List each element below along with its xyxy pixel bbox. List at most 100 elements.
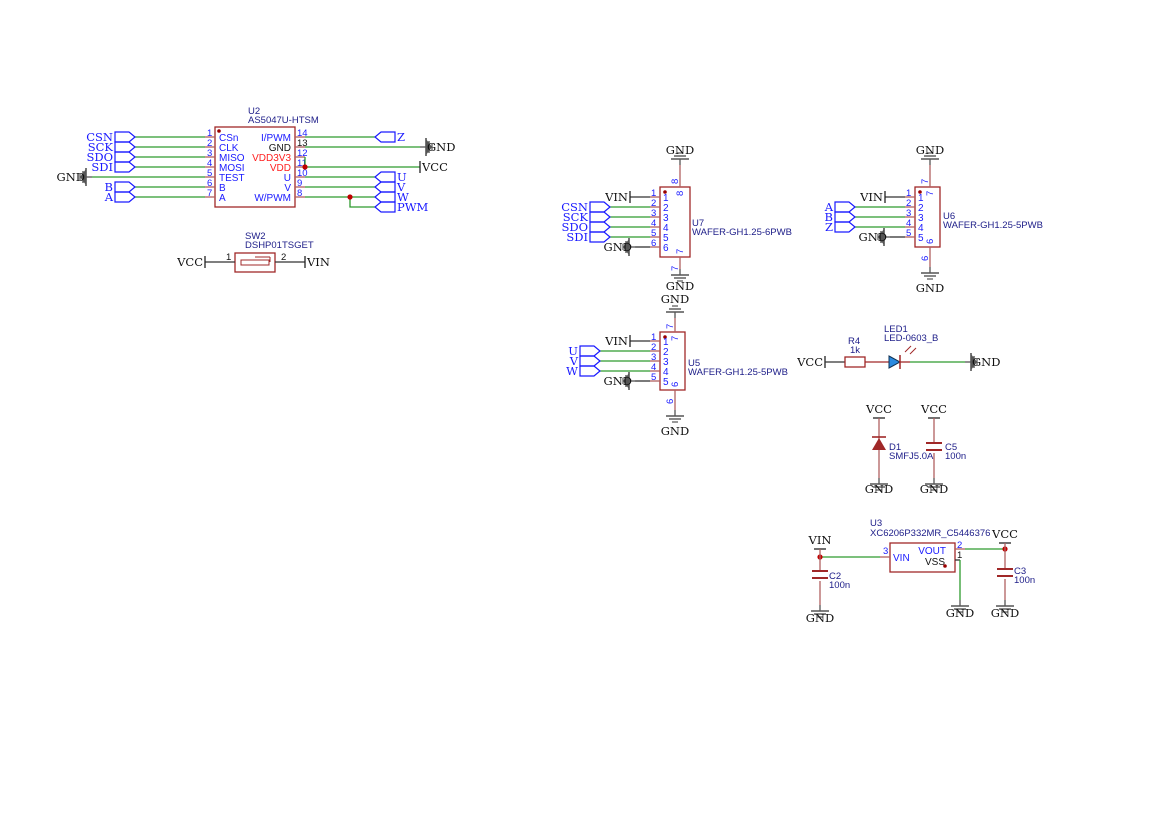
sw2-ref: SW2 [245, 231, 266, 242]
pin-number: 1 [957, 550, 962, 561]
pin-number: 2 [957, 540, 962, 551]
pin-number: 2 [281, 252, 286, 263]
net-port-shape [834, 201, 856, 213]
net-port-shape [374, 201, 396, 213]
pin-name: B [219, 183, 226, 194]
net-port-shape [374, 191, 396, 203]
junction-dot [302, 164, 308, 170]
pin-number: 8 [675, 191, 686, 196]
pin-name: MOSI [219, 163, 245, 174]
pin-number: 7 [207, 188, 212, 199]
u3-value: XC6206P332MR_C5446376 [870, 528, 990, 539]
pin-name: 2 [663, 203, 669, 214]
ground-symbol-icon [622, 372, 635, 390]
net-label-z: Z [397, 130, 405, 144]
pin-number: 1 [207, 128, 212, 139]
net-label: SDO [561, 220, 588, 234]
pin-number: 5 [651, 372, 656, 383]
pin-name: 1 [663, 337, 669, 348]
pin-number: 11 [297, 158, 307, 169]
led1-value: LED-0603_B [884, 333, 938, 344]
pin-number: 2 [651, 198, 656, 209]
pin-name: VDD [270, 163, 291, 174]
u7-ref: U7 [692, 218, 704, 229]
net-label: A [104, 190, 114, 204]
pin-number: 2 [906, 198, 911, 209]
net-port-shape [374, 181, 396, 193]
pin-number: 1 [651, 332, 656, 343]
pin-name: MISO [219, 153, 245, 164]
pin-number: 6 [665, 399, 676, 404]
pin-name: W/PWM [254, 193, 291, 204]
net-label: Z [825, 220, 833, 234]
ground-symbol-icon [420, 138, 433, 156]
net-label: CSN [86, 130, 113, 144]
net-label-gnd: GND [427, 140, 455, 154]
net-label: V [569, 354, 579, 368]
net-label: SDI [566, 230, 588, 244]
ground-fill [426, 139, 432, 155]
led-emission-arrow [909, 347, 917, 355]
u6-value: WAFER-GH1.25-5PWB [943, 220, 1043, 231]
net-label: SDI [91, 160, 113, 174]
net-port-shape [374, 131, 396, 143]
pin-name: 5 [663, 377, 669, 388]
net-label-gnd: GND [859, 230, 887, 244]
led-emission-arrow [904, 345, 912, 353]
c5-value: 100n [945, 451, 966, 462]
pin-number: 5 [906, 228, 911, 239]
net-port-shape [579, 345, 601, 357]
c2-ref: C2 [829, 571, 841, 582]
ground-symbol-icon [925, 478, 943, 491]
pin1-marker [663, 335, 667, 339]
pin-name: 4 [663, 367, 669, 378]
u2-value: AS5047U-HTSM [248, 115, 319, 126]
ground-symbol-icon [921, 152, 939, 165]
pin-name: 2 [663, 347, 669, 358]
net-label: B [105, 180, 113, 194]
pin-number: 14 [297, 128, 308, 139]
net-port-shape [589, 211, 611, 223]
ground-symbol-icon [877, 228, 890, 246]
pin-number: 6 [920, 256, 931, 261]
c5-ref: C5 [945, 442, 957, 453]
pin-number: 4 [651, 218, 656, 229]
pin-number: 5 [651, 228, 656, 239]
pin-name: 1 [918, 193, 924, 204]
tvs-diode-icon [872, 438, 886, 450]
ground-symbol-icon [921, 267, 939, 280]
pin-name: VOUT [918, 546, 946, 557]
pin-name: 4 [918, 223, 924, 234]
pin-number: 8 [297, 188, 302, 199]
net-label-vin: VIN [604, 334, 628, 348]
net-label-pwm: PWM [397, 200, 429, 214]
pin1-marker [217, 129, 221, 133]
u5-value: WAFER-GH1.25-5PWB [688, 367, 788, 378]
pin-number: 13 [297, 138, 308, 149]
pin-number: 1 [226, 252, 231, 263]
pin-name: 2 [918, 203, 924, 214]
pin-number: 3 [651, 208, 656, 219]
resistor-r4-body [844, 356, 866, 368]
led-diode-icon [888, 355, 902, 369]
pin-number: 6 [670, 382, 681, 387]
pin-number: 1 [906, 188, 911, 199]
pin-number: 2 [207, 138, 212, 149]
pin-name: V [284, 183, 291, 194]
pin-name: 6 [663, 243, 669, 254]
pin-number: 6 [651, 238, 656, 249]
net-label-gnd: GND [972, 355, 1000, 369]
u5-body [659, 331, 686, 391]
net-label: W [397, 190, 409, 204]
pin-number: 3 [207, 148, 212, 159]
pin-name: TEST [219, 173, 245, 184]
pin-name: CLK [219, 143, 239, 154]
sw2-value: DSHP01TSGET [245, 240, 314, 251]
net-label-vcc: VCC [176, 255, 203, 269]
c2-value: 100n [829, 580, 850, 591]
